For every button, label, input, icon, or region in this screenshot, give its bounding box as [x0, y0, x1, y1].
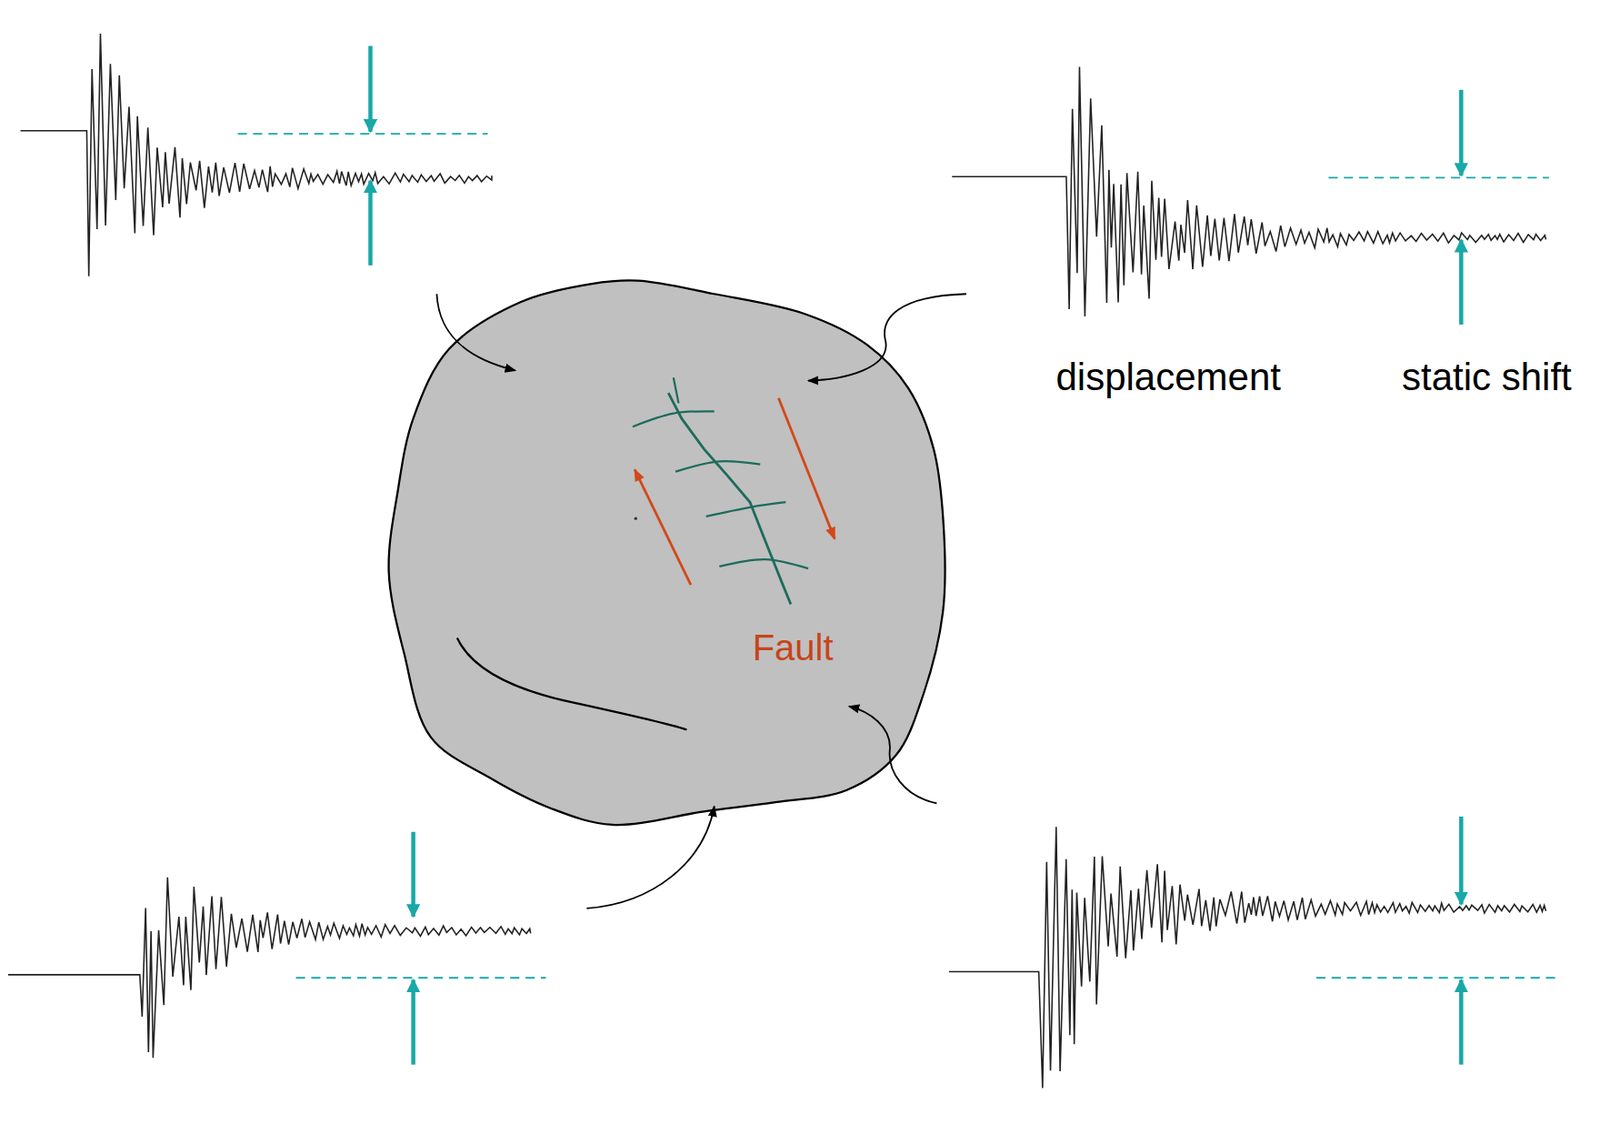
- baseline-dashed: [296, 976, 547, 979]
- shift-arrow: [410, 831, 415, 917]
- shift-arrow: [368, 46, 372, 132]
- fault-branch: [719, 559, 809, 569]
- seismogram-trace: [8, 877, 531, 1059]
- fault-branch: [706, 501, 787, 517]
- fault-branch: [673, 377, 680, 403]
- dot: [634, 517, 638, 520]
- crack-line: [457, 638, 688, 730]
- seismogram-trace: [951, 66, 1546, 317]
- fault-branch: [675, 460, 760, 471]
- leader-arrow: [586, 806, 714, 909]
- shift-arrow: [410, 980, 415, 1065]
- baseline-dashed: [1316, 976, 1561, 979]
- seismogram-trace: [949, 826, 1547, 1088]
- slip-arrow: [778, 398, 835, 540]
- seismogram-trace: [20, 33, 492, 277]
- rock-body: [389, 280, 946, 825]
- fault-trace: [668, 392, 791, 604]
- fault-label: Fault: [752, 627, 834, 668]
- shift-arrow: [368, 180, 372, 266]
- shift-arrow: [1459, 240, 1463, 325]
- leader-arrow: [849, 706, 938, 804]
- leader-arrow: [808, 293, 967, 380]
- slip-arrow: [634, 469, 691, 585]
- leader-arrow: [436, 293, 515, 370]
- shift-arrow: [1459, 90, 1463, 176]
- trace-label: static shift: [1401, 356, 1572, 399]
- trace-label: displacement: [1055, 356, 1280, 399]
- shift-arrow: [1459, 816, 1463, 905]
- baseline-dashed: [1328, 176, 1549, 179]
- shift-arrow: [1459, 980, 1463, 1065]
- baseline-dashed: [238, 132, 489, 135]
- fault-branch: [632, 410, 715, 427]
